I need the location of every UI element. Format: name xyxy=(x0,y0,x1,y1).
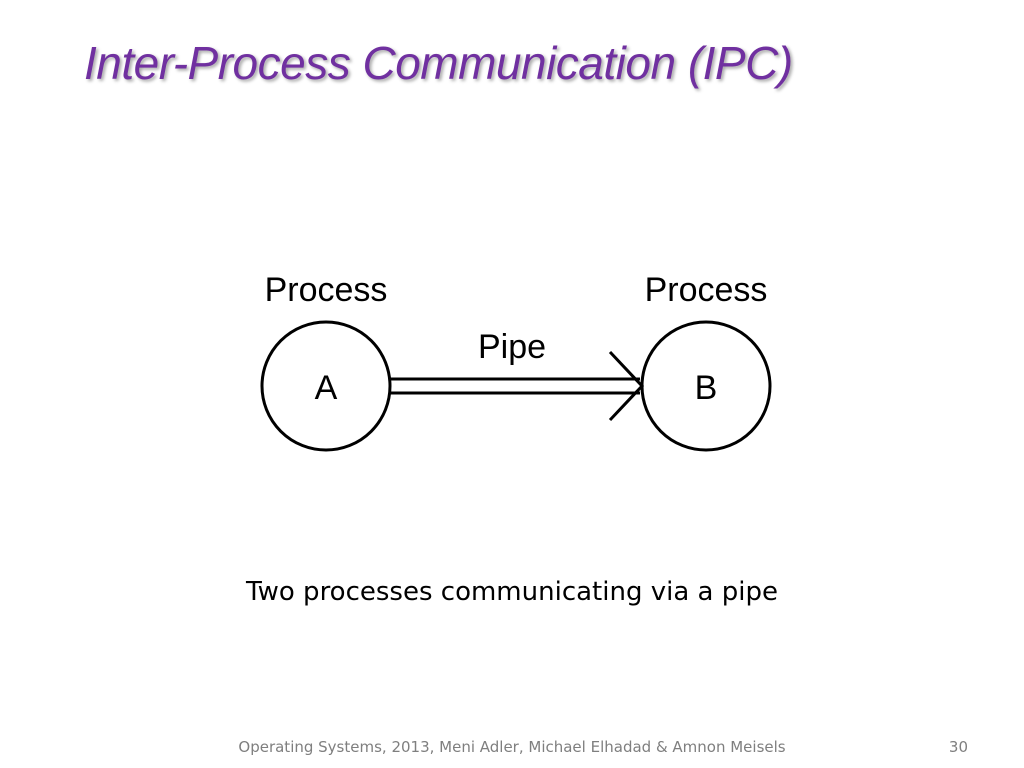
pipe-connector xyxy=(390,350,645,422)
page-number: 30 xyxy=(948,738,968,756)
process-a-heading: Process xyxy=(265,271,388,309)
process-a-circle xyxy=(260,320,392,452)
pipe-arrowhead-icon xyxy=(608,350,645,422)
slide-caption: Two processes communicating via a pipe xyxy=(246,577,778,607)
process-b-label: B xyxy=(695,369,718,407)
pipe-label: Pipe xyxy=(478,328,546,366)
process-b-heading: Process xyxy=(645,271,768,309)
process-a-label: A xyxy=(315,369,338,407)
slide-footer: Operating Systems, 2013, Meni Adler, Mic… xyxy=(238,738,786,756)
slide-title: Inter-Process Communication (IPC) xyxy=(84,37,793,89)
